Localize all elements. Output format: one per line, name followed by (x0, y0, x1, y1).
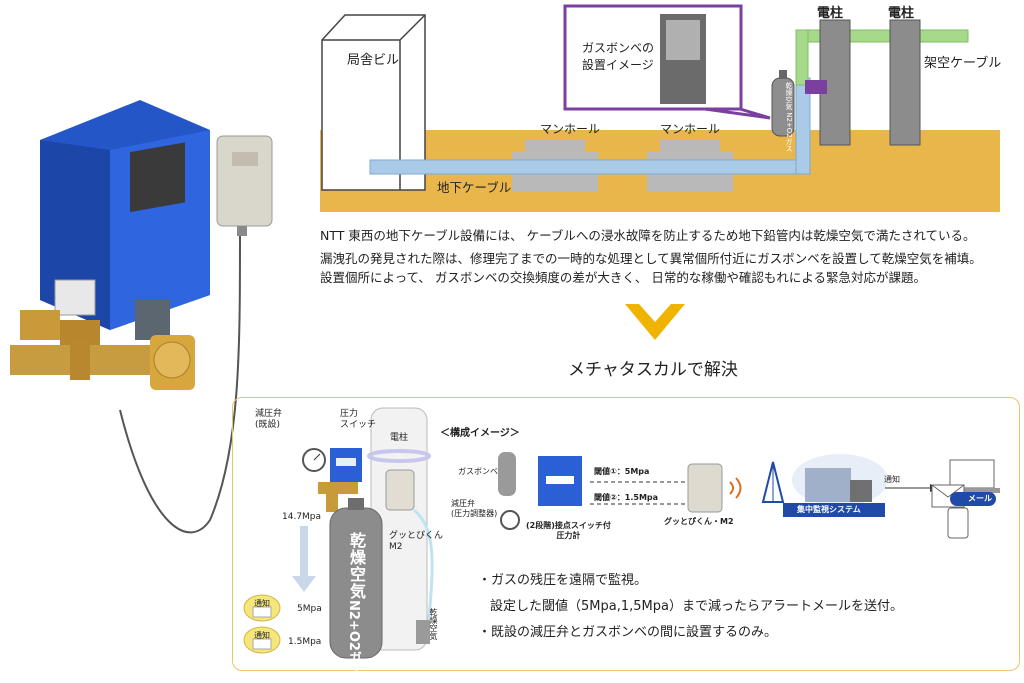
config-title: ＜構成イメージ＞ (440, 428, 520, 439)
pole1-label: 電柱 (817, 6, 844, 21)
callout-text: ガスボンベの 設置イメージ (582, 41, 655, 72)
bullet-list: ・ガスの残圧を遠隔で監視。 設定した閾値（5Mpa,1,5Mpa）まで減ったらア… (478, 568, 903, 646)
cylinder-label: 乾燥空気 (347, 532, 366, 600)
bullet-2: 設定した閾値（5Mpa,1,5Mpa）まで減ったらアラートメールを送付。 (490, 599, 903, 614)
config-threshold1: 閾値①：5Mpa (594, 467, 650, 476)
config-notify: 通知 (884, 475, 900, 484)
config-gas-cylinder: ガスボンベ (458, 467, 498, 476)
solution-title: メチャタスカルで解決 (568, 360, 738, 380)
regulator-label: 減圧弁 (既設) (255, 409, 283, 430)
description: NTT 東西の地下ケーブル設備には、 ケーブルへの浸水故障を防止するため地下鉛管… (320, 226, 1020, 287)
description-line1: NTT 東西の地下ケーブル設備には、 ケーブルへの浸水故障を防止するため地下鉛管… (320, 228, 976, 243)
config-regulator: 減圧弁 (圧力調整器) (451, 499, 498, 518)
device-label: グッとぴくん M2 (389, 531, 444, 552)
cylinder-gas: N2+O2ガス (346, 600, 361, 677)
aerial-cable-label: 架空ケーブル (924, 56, 1002, 71)
product-illustration (10, 100, 273, 534)
config-system: 集中監視システム (797, 505, 861, 514)
cable-diagram (320, 4, 1000, 212)
pipe-label: 乾燥空気 (429, 608, 438, 640)
manhole1-label: マンホール (540, 122, 601, 136)
pressure-high: 14.7Mpa (282, 512, 322, 522)
bullet-3: ・既設の減圧弁とガスボンベの間に設置するのみ。 (478, 625, 778, 640)
manhole2-label: マンホール (660, 122, 721, 136)
bullet-1: ・ガスの残圧を遠隔で監視。 (478, 573, 648, 588)
chevron-down-icon (625, 304, 685, 340)
config-device: グッとぴくん・M2 (664, 517, 734, 526)
description-line2: 漏洩孔の発見された際は、修理完了までの一時的な処理として異常個所付近にガスボンベ… (320, 251, 982, 266)
config-switch-label: (2段階)接点スイッチ付 圧力計 (526, 521, 611, 540)
pole2-label: 電柱 (888, 6, 915, 21)
underground-cable-label: 地下ケーブル (437, 180, 512, 195)
pole-label: 電柱 (390, 433, 409, 443)
configuration-diagram (498, 452, 1000, 539)
description-line3: 設置個所によって、 ガスボンベの交換頻度の差が大きく、 日常的な稼働や確認もれに… (320, 270, 926, 285)
threshold2-label: 1.5Mpa (288, 637, 322, 647)
config-threshold2: 閾値②：1.5Mpa (594, 493, 659, 502)
building-label: 局舎ビル (347, 53, 400, 68)
installation-diagram (243, 407, 434, 659)
notify-badge-1: 通知 (254, 599, 270, 608)
threshold1-label: 5Mpa (297, 604, 322, 614)
solution-panel (232, 397, 1020, 671)
cylinder-text: 乾燥空気 N2+O2ガス (785, 82, 793, 152)
notify-badge-2: 通知 (254, 631, 270, 640)
config-mail: メール (968, 494, 992, 503)
pressure-switch-label: 圧力 スイッチ (340, 409, 377, 430)
